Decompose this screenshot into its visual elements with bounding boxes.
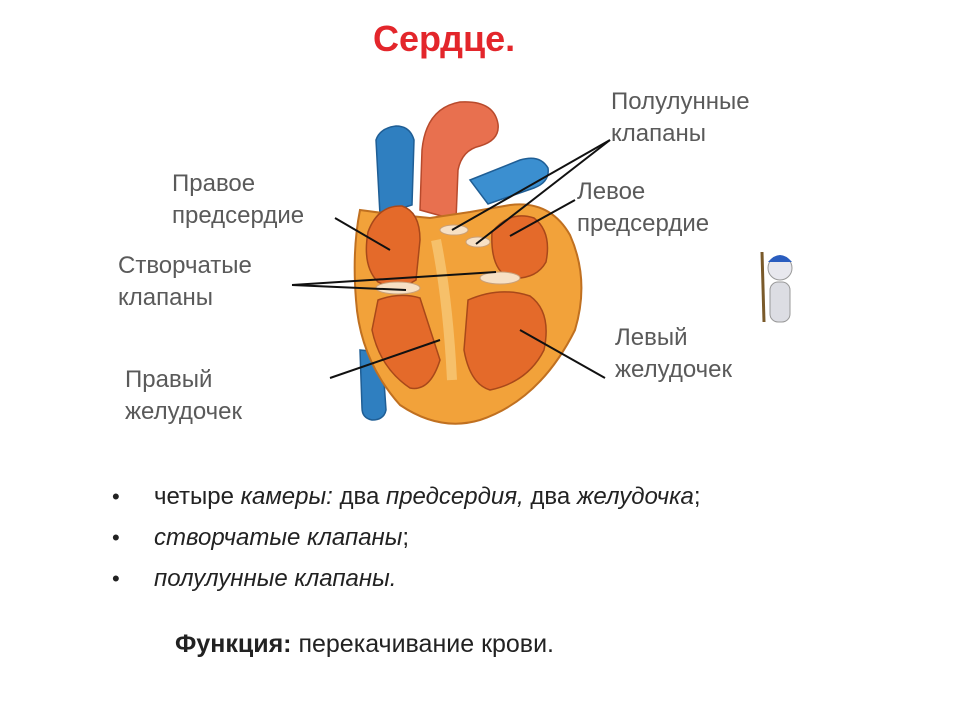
label-semilunar: Полулунные клапаны	[611, 88, 750, 147]
function-label: Функция:	[175, 630, 292, 658]
bullet-item-semilunar: • полулунные клапаны.	[112, 558, 701, 599]
aorta	[419, 101, 499, 221]
pulmonary-vein	[468, 157, 549, 205]
right-ventricle-chamber	[371, 294, 441, 390]
left-atrium-chamber	[491, 215, 549, 279]
vena-cava	[375, 125, 415, 217]
leader-left-atrium	[509, 199, 576, 237]
bullet-dot: •	[112, 566, 120, 591]
bullet-dot: •	[112, 525, 120, 550]
label-right-atrium: Правое предсердие	[172, 170, 305, 229]
bullet-item-chambers: • четыре камеры: два предсердия, два жел…	[112, 476, 701, 517]
leader-semilunar-1	[451, 139, 611, 231]
leader-semilunar-2	[475, 139, 611, 245]
function-text: перекачивание крови.	[291, 630, 555, 658]
bullet-item-cuspid: • створчатые клапаны;	[112, 517, 701, 558]
leader-cuspid-2	[291, 271, 497, 286]
function-line: Функция: перекачивание крови.	[175, 630, 554, 659]
bullet-list: • четыре камеры: два предсердия, два жел…	[112, 476, 701, 599]
right-atrium-chamber	[365, 205, 421, 288]
septum	[431, 239, 457, 381]
leader-right-ventricle	[329, 339, 441, 379]
bullet-dot: •	[112, 484, 120, 509]
leader-cuspid-1	[291, 284, 407, 291]
page-title: Сердце.	[373, 18, 516, 59]
valve-left	[479, 271, 521, 285]
leader-left-ventricle	[519, 329, 606, 379]
label-right-ventricle: Правый желудочек	[125, 366, 242, 425]
label-cuspid-valves: Створчатые клапаны	[118, 252, 252, 311]
mascot-figure	[760, 251, 793, 323]
leader-right-atrium	[334, 217, 391, 251]
left-ventricle-chamber	[463, 291, 547, 391]
label-left-ventricle: Левый желудочек	[615, 324, 732, 383]
label-left-atrium: Левое предсердие	[577, 178, 710, 237]
